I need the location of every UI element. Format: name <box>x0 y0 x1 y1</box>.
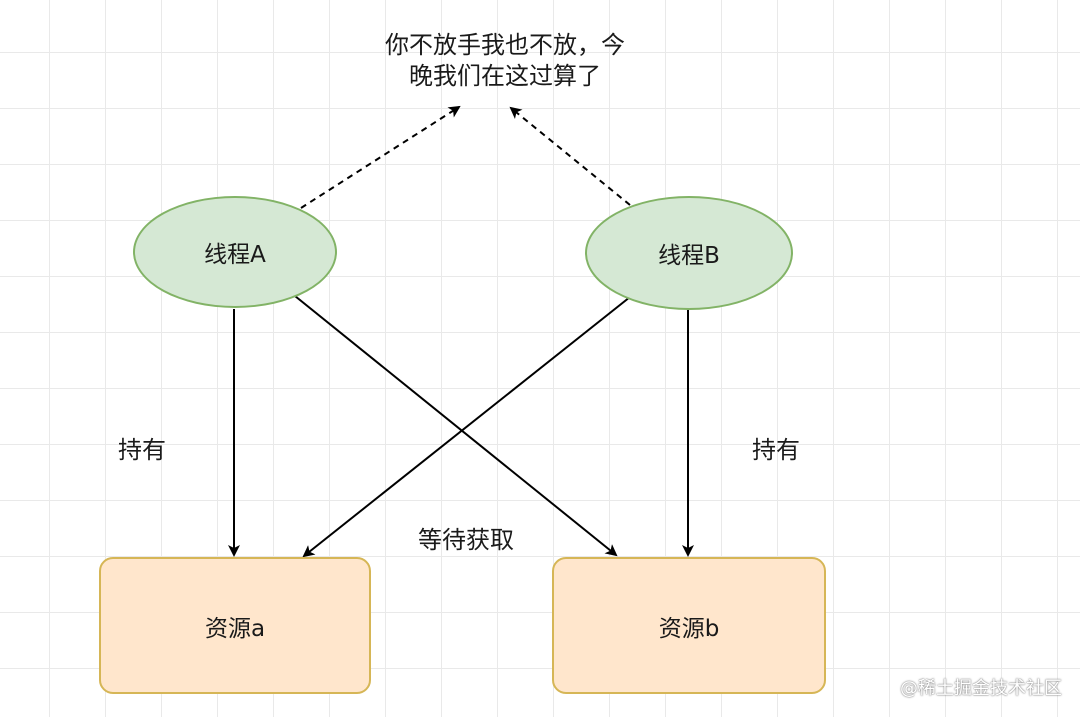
thread-b-node: 线程B <box>585 196 793 310</box>
resource-b-node: 资源b <box>552 557 826 694</box>
resource-a-node: 资源a <box>99 557 371 694</box>
thread-a-label: 线程A <box>204 242 266 268</box>
resource-a-label: 资源a <box>204 615 266 642</box>
watermark-text: @稀土掘金技术社区 <box>900 678 1062 699</box>
hold-label-right: 持有 <box>752 436 800 464</box>
edge-thread-b-waits-resource-a <box>302 296 631 558</box>
thread-a-node: 线程A <box>133 196 337 308</box>
note-line-2: 晚我们在这过算了 <box>409 62 601 90</box>
resource-b-label: 资源b <box>658 615 720 642</box>
hold-label-left: 持有 <box>118 436 166 464</box>
thread-b-label: 线程B <box>658 243 720 269</box>
wait-acquire-label: 等待获取 <box>418 526 514 554</box>
deadlock-note: 你不放手我也不放，今 晚我们在这过算了 <box>340 30 670 92</box>
edge-thread-a-waits-resource-b <box>294 295 618 557</box>
note-line-1: 你不放手我也不放，今 <box>385 31 625 59</box>
edge-thread-a-to-note <box>300 105 461 209</box>
edge-thread-b-to-note <box>509 106 631 206</box>
